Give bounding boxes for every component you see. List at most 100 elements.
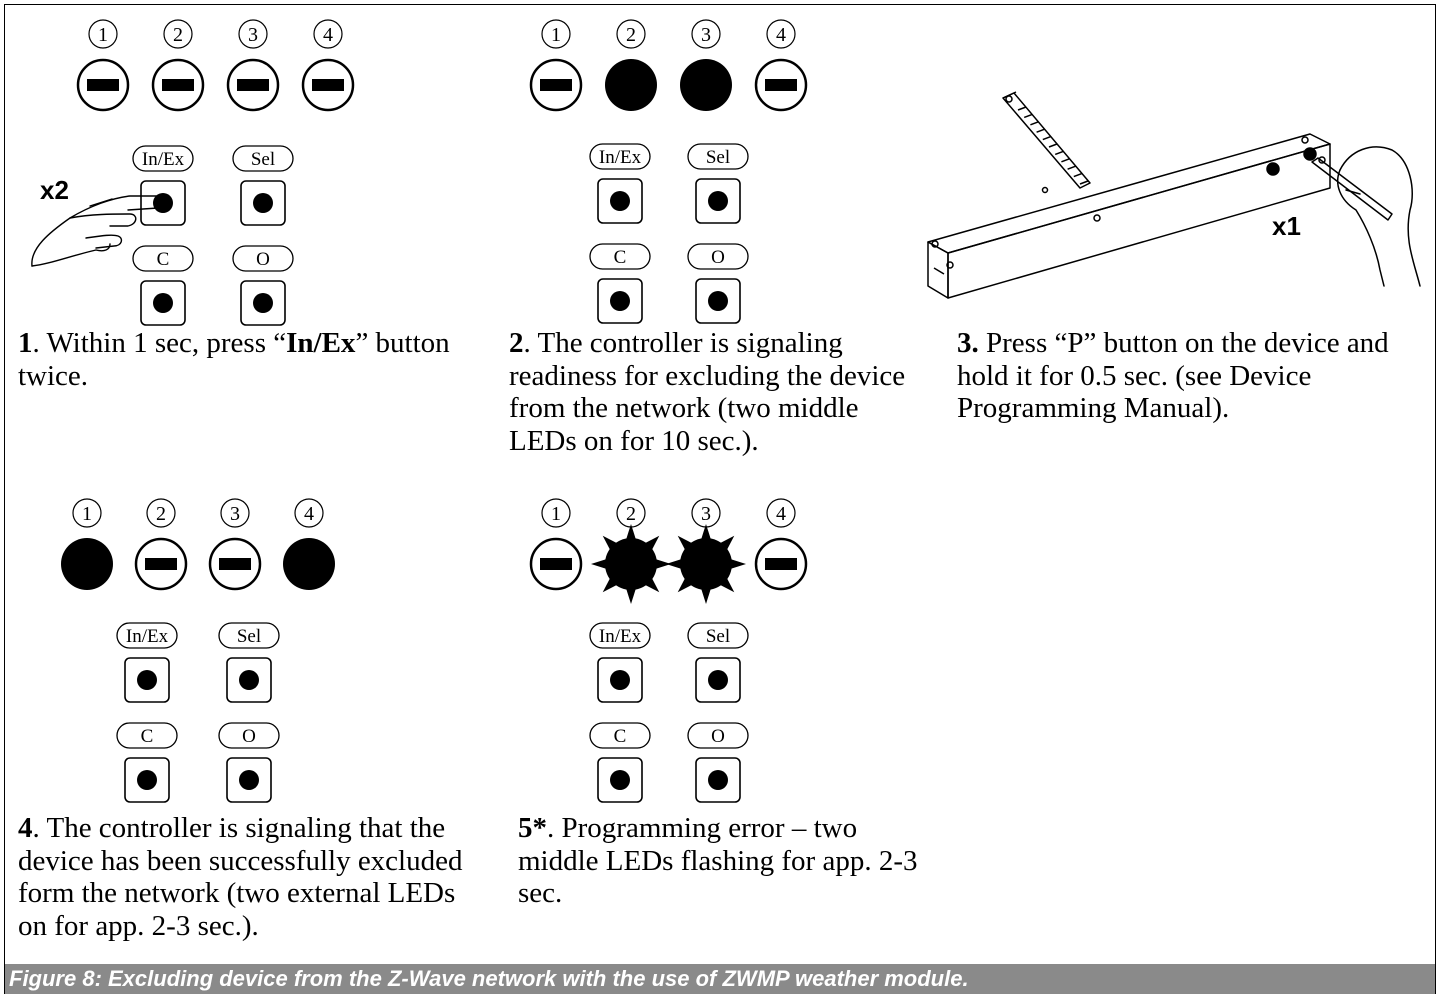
button-label-pill: [687, 622, 749, 649]
led-flashing: [680, 538, 732, 590]
led-off-bar: [765, 558, 797, 570]
caption-step-5: 5*. Programming error – two middle LEDs …: [518, 812, 918, 909]
led-off-bar: [540, 79, 572, 91]
button-dot: [610, 291, 630, 311]
led-number-circle: [220, 498, 250, 528]
led-number: 1: [551, 503, 561, 525]
led-number-circle: [541, 498, 571, 528]
button-dot: [137, 670, 157, 690]
led-number: 4: [323, 24, 333, 46]
led-number: 2: [626, 503, 636, 525]
figure-caption: Figure 8: Excluding device from the Z-Wa…: [9, 966, 969, 991]
button-label: C: [614, 247, 627, 268]
button-label: O: [242, 726, 256, 747]
led-flashing: [605, 538, 657, 590]
button-label-pill: [589, 243, 651, 270]
button-label-pill: [589, 622, 651, 649]
led-flash-ray: [677, 535, 694, 552]
button-dot: [708, 191, 728, 211]
button-label: Sel: [706, 626, 730, 647]
hand-with-pen-icon: [1311, 146, 1421, 287]
button-label-pill: [232, 245, 294, 272]
button-label-pill: [116, 722, 178, 749]
button-dot: [253, 293, 273, 313]
led-number: 3: [701, 24, 711, 46]
led-on: [680, 59, 732, 111]
button-label: C: [141, 726, 154, 747]
button-dot: [253, 193, 273, 213]
figure-caption-bar: Figure 8: Excluding device from the Z-Wa…: [5, 964, 1435, 994]
button-dot: [239, 770, 259, 790]
button-label: O: [256, 249, 270, 270]
button-label: Sel: [237, 626, 261, 647]
led-number: 1: [551, 24, 561, 46]
led-number-circle: [541, 19, 571, 49]
led-flash-ray: [602, 576, 619, 593]
led-on: [61, 538, 113, 590]
led-number: 1: [98, 24, 108, 46]
led-flash-ray: [625, 524, 637, 541]
button-label: Sel: [251, 149, 275, 170]
press-count-label: x1: [1272, 211, 1301, 241]
led-flash-ray: [591, 558, 608, 570]
led-number-circle: [691, 19, 721, 49]
hand-pointing-icon: [31, 195, 164, 267]
button-label-pill: [218, 622, 280, 649]
button-label-pill: [132, 245, 194, 272]
led-number: 1: [82, 503, 92, 525]
led-on: [605, 59, 657, 111]
led-number-circle: [766, 498, 796, 528]
led-flash-ray: [729, 558, 746, 570]
led-flash-ray: [718, 576, 735, 593]
led-number-circle: [88, 19, 118, 49]
led-off-bar: [162, 79, 194, 91]
led-number-circle: [766, 19, 796, 49]
button-label-pill: [132, 145, 194, 172]
led-number: 4: [776, 503, 786, 525]
caption-step-4: 4. The controller is signaling that the …: [18, 812, 463, 942]
button-label: In/Ex: [599, 147, 642, 168]
led-flash-ray: [602, 535, 619, 552]
button-label: In/Ex: [126, 626, 169, 647]
led-flash-ray: [643, 535, 660, 552]
button-dot: [610, 770, 630, 790]
button-label-pill: [687, 143, 749, 170]
led-flash-ray: [700, 524, 712, 541]
led-off-bar: [540, 558, 572, 570]
caption-step-2: 2. The controller is signaling readiness…: [509, 327, 906, 457]
led-off-bar: [145, 558, 177, 570]
led-number: 3: [701, 503, 711, 525]
led-on: [283, 538, 335, 590]
led-number-circle: [238, 19, 268, 49]
button-dot: [610, 191, 630, 211]
caption-step-3: 3. Press “P” button on the device and ho…: [957, 327, 1389, 424]
led-number: 3: [248, 24, 258, 46]
led-flash-ray: [700, 587, 712, 604]
button-label-pill: [218, 722, 280, 749]
led-number: 4: [304, 503, 314, 525]
led-number-circle: [72, 498, 102, 528]
led-number: 4: [776, 24, 786, 46]
led-number-circle: [163, 19, 193, 49]
weather-module-device-icon: [927, 91, 1331, 299]
button-label: C: [157, 249, 170, 270]
led-number-circle: [313, 19, 343, 49]
button-dot: [153, 293, 173, 313]
panel-step-3: [927, 91, 1421, 299]
led-number: 2: [626, 24, 636, 46]
led-number-circle: [294, 498, 324, 528]
led-off-bar: [765, 79, 797, 91]
caption-step-1: 1. Within 1 sec, press “In/Ex” button tw…: [18, 327, 450, 392]
button-label: In/Ex: [142, 149, 185, 170]
led-off-bar: [237, 79, 269, 91]
button-label-pill: [116, 622, 178, 649]
button-label-pill: [687, 243, 749, 270]
button-label-pill: [589, 143, 651, 170]
led-flash-ray: [625, 587, 637, 604]
led-number-circle: [146, 498, 176, 528]
button-label: O: [711, 247, 725, 268]
button-dot: [708, 770, 728, 790]
button-dot: [708, 291, 728, 311]
